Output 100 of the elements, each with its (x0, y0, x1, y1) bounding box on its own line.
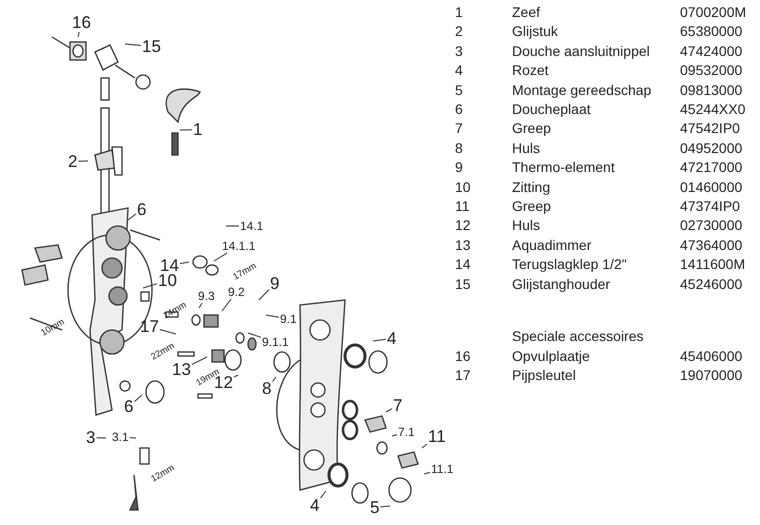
leader-line (134, 394, 142, 402)
part-index: 9 (455, 159, 463, 176)
part-number: 09532000 (680, 62, 742, 78)
part-index: 14 (455, 256, 471, 272)
part-index: 7 (455, 120, 463, 136)
part-name: Thermo-element (512, 159, 615, 176)
callout-number: 3.1 (112, 431, 129, 443)
section-heading: Speciale accessoires (512, 328, 644, 344)
part-index: 16 (455, 348, 471, 364)
part-index: 13 (455, 236, 471, 253)
leader-line (233, 374, 238, 378)
part-index: 17 (455, 367, 471, 384)
part-name: Greep (512, 198, 551, 214)
part-number: 02730000 (680, 217, 742, 234)
part-name: Rozet (512, 62, 549, 78)
leader-line (372, 338, 386, 342)
callout-number: 6 (137, 201, 146, 218)
leader-line (142, 283, 158, 288)
callout-number: 5 (370, 499, 380, 516)
callout-number: 14.1 (240, 220, 264, 232)
part-number: 65380000 (680, 23, 742, 40)
leader-line (159, 329, 176, 334)
part-name: Zitting (512, 178, 550, 195)
callout-number: 7 (393, 397, 402, 414)
leader-line (392, 434, 398, 436)
part-number: 47217000 (680, 159, 742, 176)
leader-line (422, 444, 428, 448)
leader-line (124, 44, 142, 46)
part-index: 3 (455, 42, 463, 59)
part-index: 2 (455, 23, 463, 40)
part-name: Huls (512, 140, 540, 156)
part-number: 47374IP0 (680, 198, 740, 214)
part-name: Terugslagklep 1/2" (512, 256, 627, 272)
leader-line (272, 376, 276, 382)
part-name: Pijpsleutel (512, 367, 576, 384)
part-number: 45246000 (680, 276, 742, 292)
part-name: Greep (512, 120, 551, 136)
callout-number: 6 (124, 398, 134, 415)
callout-number: 16 (72, 14, 91, 31)
callout-number: 14.1.1 (222, 240, 256, 252)
callout-number: 4 (387, 330, 396, 347)
callout-number: 4 (310, 497, 320, 514)
part-index: 12 (455, 217, 471, 234)
leader-line (214, 252, 228, 262)
part-index: 1 (455, 4, 463, 20)
part-number: 04952000 (680, 140, 742, 156)
leader-line (128, 213, 136, 220)
part-number: 45406000 (680, 348, 742, 364)
part-index: 4 (455, 62, 463, 78)
callout-number: 9.3 (198, 290, 215, 302)
callout-number: 15 (142, 38, 161, 55)
part-name: Montage gereedschap (512, 82, 652, 98)
callout-number: 11 (428, 428, 446, 445)
part-number: 09813000 (680, 82, 742, 98)
part-index: 8 (455, 140, 463, 156)
leader-line (222, 298, 232, 312)
part-index: 10 (455, 178, 471, 195)
leader-line (248, 332, 262, 338)
leader-line (424, 472, 430, 474)
part-number: 19070000 (680, 367, 742, 384)
part-name: Huls (512, 217, 540, 234)
callout-number: 11.1 (431, 463, 454, 475)
leader-line (96, 437, 106, 438)
part-index: 5 (455, 82, 463, 98)
part-number: 47424000 (680, 42, 742, 59)
callout-number: 9.1.1 (262, 336, 289, 348)
part-name: Zeef (512, 4, 540, 20)
leader-line (266, 314, 280, 318)
callout-number: 10 (158, 272, 177, 289)
leader-line (380, 506, 390, 508)
leader-line (320, 490, 326, 499)
callout-number: 17 (140, 318, 159, 335)
callout-number: 8 (262, 380, 272, 397)
part-index: 6 (455, 101, 463, 117)
part-number: 1411600M (680, 256, 746, 272)
leader-line (258, 289, 270, 300)
leader-line (386, 408, 392, 412)
leader-line (179, 262, 190, 264)
part-number: 47364000 (680, 236, 742, 253)
part-index: 15 (455, 276, 471, 292)
callout-number: 9.2 (228, 286, 245, 298)
callout-number: 2 (68, 153, 78, 170)
callout-number: 13 (172, 361, 191, 378)
part-name: Aquadimmer (512, 236, 592, 253)
part-name: Doucheplaat (512, 101, 591, 117)
callout-number: 9 (270, 275, 280, 292)
part-number: 45244XX0 (680, 101, 746, 117)
leader-line (78, 160, 88, 162)
part-name: Opvulplaatje (512, 348, 590, 364)
part-index: 11 (455, 198, 470, 214)
part-name: Glijstuk (512, 23, 558, 40)
callout-number: 9.1 (280, 313, 297, 325)
leader-line (78, 32, 80, 38)
callout-number: 7.1 (398, 426, 415, 438)
leader-line (191, 356, 208, 365)
callout-number: 1 (193, 121, 202, 138)
part-name: Douche aansluitnippel (512, 42, 650, 59)
callout-number: 14 (160, 257, 179, 274)
part-number: 47542IP0 (680, 120, 740, 136)
part-name: Glijstanghouder (512, 276, 610, 292)
